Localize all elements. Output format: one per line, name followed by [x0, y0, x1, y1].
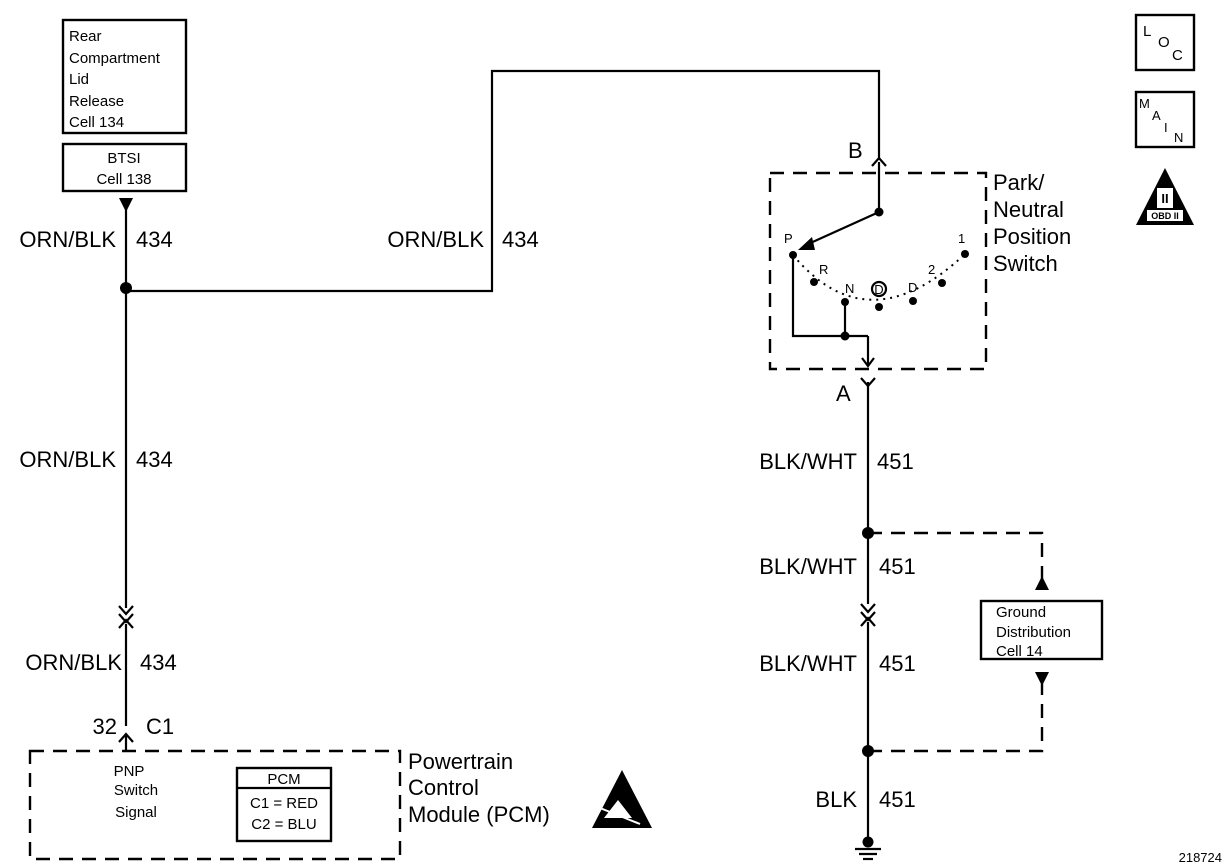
ground-line-1: Ground: [996, 604, 1046, 621]
svg-text:BLK: BLK: [815, 787, 857, 812]
esd-warning-icon: [592, 770, 652, 828]
wire-label-right-1: BLK/WHT 451: [759, 449, 914, 474]
rear-lid-line-2: Compartment: [69, 50, 161, 67]
position-d: D: [908, 280, 917, 295]
splice-434: [120, 282, 132, 294]
ground-arrow-down-icon: [1035, 672, 1049, 686]
main-n: N: [1174, 130, 1183, 145]
ground-icon: [855, 847, 881, 861]
position-2: 2: [928, 262, 935, 277]
svg-text:ORN/BLK: ORN/BLK: [19, 227, 116, 252]
terminal-a-label: A: [836, 381, 851, 406]
inline-connector-icon: [118, 605, 134, 616]
svg-text:451: 451: [877, 449, 914, 474]
switch-title-line-1: Park/: [993, 170, 1045, 195]
btsi-line-1: BTSI: [107, 150, 140, 167]
loc-l: L: [1143, 23, 1151, 40]
ground-arrow-up-icon: [1035, 576, 1049, 590]
pcm-legend-c1: C1 = RED: [250, 795, 318, 812]
svg-text:ORN/BLK: ORN/BLK: [387, 227, 484, 252]
svg-text:ORN/BLK: ORN/BLK: [19, 447, 116, 472]
ground-line-2: Distribution: [996, 624, 1071, 641]
pcm-terminal-icon: [118, 732, 134, 743]
terminal-b-label: B: [848, 138, 863, 163]
rear-lid-line-3: Lid: [69, 71, 89, 88]
terminal-b-icon: [871, 156, 887, 167]
svg-text:451: 451: [879, 787, 916, 812]
obd-numeral: II: [1161, 191, 1168, 206]
pcm-connector-legend: PCM C1 = RED C2 = BLU: [235, 766, 333, 843]
ground-distribution-box: Ground Distribution Cell 14: [979, 599, 1104, 661]
position-p: P: [784, 231, 793, 246]
pcm-name-line-1: Powertrain: [408, 749, 513, 774]
pcm-connector-label: 32 C1: [93, 714, 175, 739]
obd-text: OBD II: [1151, 211, 1179, 221]
wire-label-top-middle: ORN/BLK 434: [387, 227, 538, 252]
btsi-box: BTSI Cell 138: [61, 142, 188, 193]
pcm-name-line-3: Module (PCM): [408, 802, 550, 827]
loc-icon: L O C: [1134, 13, 1196, 72]
pcm-legend-c2: C2 = BLU: [251, 816, 316, 833]
svg-text:434: 434: [502, 227, 539, 252]
main-a: A: [1152, 108, 1161, 123]
wire-label-right-2: BLK/WHT 451: [759, 554, 916, 579]
svg-text:C1: C1: [146, 714, 174, 739]
pnp-signal-line-2: Switch: [114, 782, 158, 799]
wire-label-left-low: ORN/BLK 434: [25, 650, 176, 675]
pnp-signal-line-1: PNP: [114, 763, 145, 780]
svg-text:434: 434: [140, 650, 177, 675]
ground-eyelet: [862, 836, 874, 848]
position-r: R: [819, 262, 828, 277]
switch-arm-arrow-icon: [798, 237, 815, 250]
switch-title-line-3: Position: [993, 224, 1071, 249]
pnp-signal-line-3: Signal: [115, 804, 157, 821]
svg-text:BLK/WHT: BLK/WHT: [759, 651, 857, 676]
loc-c: C: [1172, 47, 1183, 64]
svg-text:32: 32: [93, 714, 117, 739]
figure-number: 218724: [1179, 850, 1222, 865]
main-icon: M A I N: [1134, 90, 1196, 149]
wire-label-right-3: BLK/WHT 451: [759, 651, 916, 676]
btsi-line-2: Cell 138: [96, 171, 151, 188]
svg-text:451: 451: [879, 554, 916, 579]
pcm-module: PNP Switch Signal PCM C1 = RED C2 = BLU …: [28, 749, 550, 861]
svg-text:BLK/WHT: BLK/WHT: [759, 449, 857, 474]
switch-title-line-2: Neutral: [993, 197, 1064, 222]
circuit-434-wiring: [118, 69, 881, 750]
inline-connector-right-icon: [860, 603, 876, 614]
svg-text:ORN/BLK: ORN/BLK: [25, 650, 122, 675]
pcm-legend-title: PCM: [267, 771, 300, 788]
switch-title-line-4: Switch: [993, 251, 1058, 276]
wire-label-left-mid: ORN/BLK 434: [19, 447, 172, 472]
wire-label-left-top: ORN/BLK 434: [19, 227, 172, 252]
main-i: I: [1164, 120, 1168, 135]
pcm-name-line-2: Control: [408, 775, 479, 800]
rear-compartment-lid-release-box: Rear Compartment Lid Release Cell 134: [61, 18, 188, 135]
rear-lid-line-5: Cell 134: [69, 114, 124, 131]
loc-o: O: [1158, 34, 1170, 51]
park-neutral-position-switch: B P R N D D 2 1 Park/ Neutral Position S…: [768, 138, 1071, 371]
rear-lid-line-1: Rear: [69, 28, 102, 45]
circuit-451-wiring: A: [836, 377, 1049, 861]
main-m: M: [1139, 96, 1150, 111]
svg-text:BLK/WHT: BLK/WHT: [759, 554, 857, 579]
position-1: 1: [958, 231, 965, 246]
ground-line-3: Cell 14: [996, 643, 1043, 660]
svg-text:434: 434: [136, 227, 173, 252]
position-n: N: [845, 281, 854, 296]
rear-lid-line-4: Release: [69, 93, 124, 110]
wire-label-right-4: BLK 451: [815, 787, 915, 812]
obd-ii-icon: II OBD II: [1136, 168, 1194, 225]
position-overdrive: D: [874, 282, 883, 297]
svg-text:434: 434: [136, 447, 173, 472]
svg-text:451: 451: [879, 651, 916, 676]
